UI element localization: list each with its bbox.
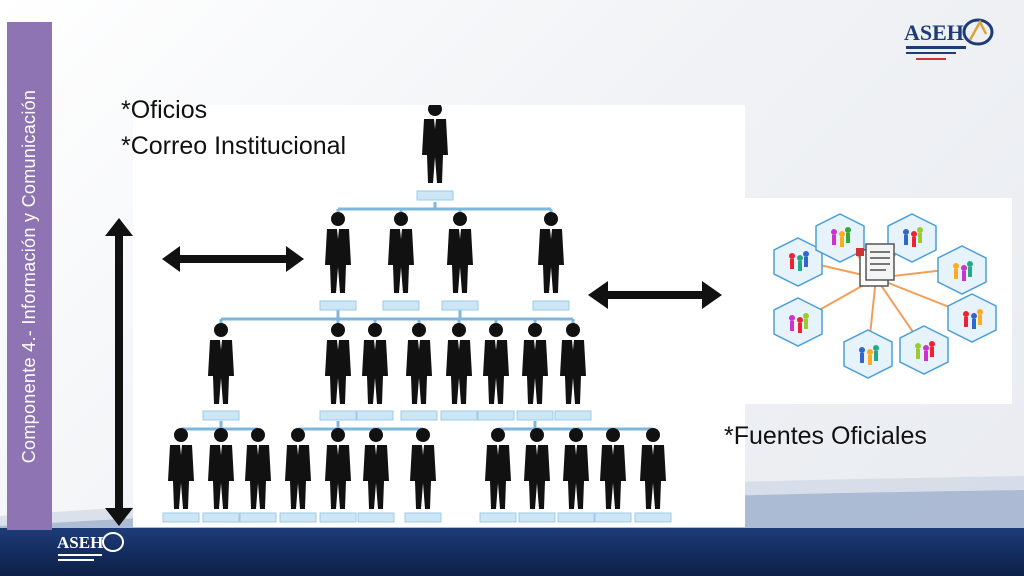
bullet-oficios: *Oficios xyxy=(121,96,208,124)
section-sidebar: Componente 4.- Información y Comunicació… xyxy=(7,22,52,530)
fuentes-oficiales-label: *Fuentes Oficiales xyxy=(724,422,927,450)
org-chart-image xyxy=(162,105,672,523)
footer-band xyxy=(0,528,1024,576)
official-sources-image xyxy=(740,198,1012,404)
aseh-logo-footer: ASEH xyxy=(57,532,124,561)
vertical-double-arrow xyxy=(105,218,133,526)
svg-text:ASEH: ASEH xyxy=(904,20,964,45)
bullet-correo-institucional: *Correo Institucional xyxy=(121,132,347,160)
horizontal-double-arrow-left xyxy=(162,246,304,272)
section-title: Componente 4.- Información y Comunicació… xyxy=(19,89,40,463)
aseh-logo: ASEH xyxy=(904,18,994,60)
communication-channels: *Oficios *Correo Institucional xyxy=(121,92,346,164)
svg-text:ASEH: ASEH xyxy=(57,533,103,552)
horizontal-double-arrow-right xyxy=(588,281,722,309)
network-illustration xyxy=(773,213,997,379)
